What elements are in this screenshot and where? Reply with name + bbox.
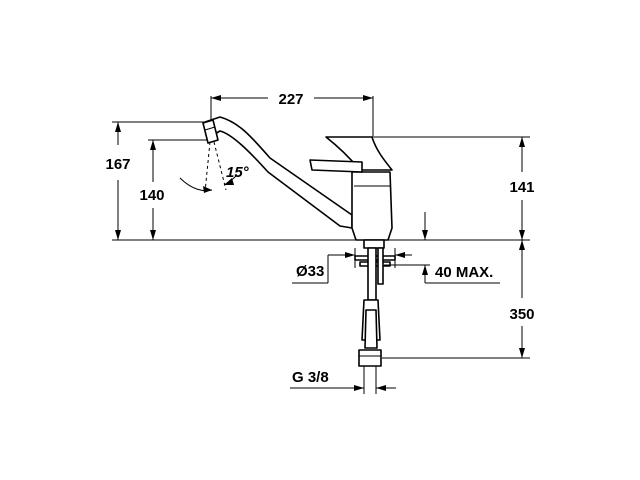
arrow-140-top <box>150 140 156 150</box>
label-hole-diameter: Ø33 <box>296 263 324 280</box>
arrow-167-bottom <box>115 230 121 240</box>
label-max-thickness: 40 MAX. <box>435 264 493 281</box>
arrow-angle-left <box>203 186 212 193</box>
arrow-350-bottom <box>519 348 525 358</box>
spout <box>204 116 353 229</box>
threaded-rod <box>367 247 377 301</box>
hose-nut <box>358 349 382 367</box>
arrow-d33 <box>345 252 355 258</box>
arrow-350-top <box>519 240 525 250</box>
label-body-height: 141 <box>509 179 534 196</box>
rod-tail <box>377 247 384 285</box>
arrow-141-top <box>519 137 525 147</box>
arrow-40max-bottom <box>422 265 428 275</box>
arrow-227-left <box>211 95 221 101</box>
mixer-body <box>351 171 393 241</box>
arrow-angle-right <box>224 178 234 185</box>
arrow-227-right <box>363 95 373 101</box>
arrow-141-bottom <box>519 230 525 240</box>
arrow-167-top <box>115 122 121 132</box>
arrow-thread-left <box>354 385 364 391</box>
arrow-40max-top <box>422 230 428 240</box>
arrow-thread-right <box>376 385 386 391</box>
aerator-ring <box>204 126 216 131</box>
label-swivel-angle: 15° <box>226 164 250 181</box>
mounting-nut <box>363 239 385 249</box>
angle-centerline-vertical <box>204 141 211 193</box>
aerator <box>202 119 219 144</box>
hose-lower <box>364 309 378 349</box>
label-hose-length: 350 <box>509 306 534 323</box>
angle-centerline-tilted <box>213 141 227 191</box>
label-spout-reach: 227 <box>278 91 303 108</box>
label-total-height: 167 <box>105 156 130 173</box>
lever-plate <box>309 159 363 173</box>
arrow-d33-right <box>395 252 405 258</box>
label-thread: G 3/8 <box>292 369 329 386</box>
lever-handle <box>325 136 393 171</box>
label-spout-height: 140 <box>139 187 164 204</box>
arrow-140-bottom <box>150 230 156 240</box>
